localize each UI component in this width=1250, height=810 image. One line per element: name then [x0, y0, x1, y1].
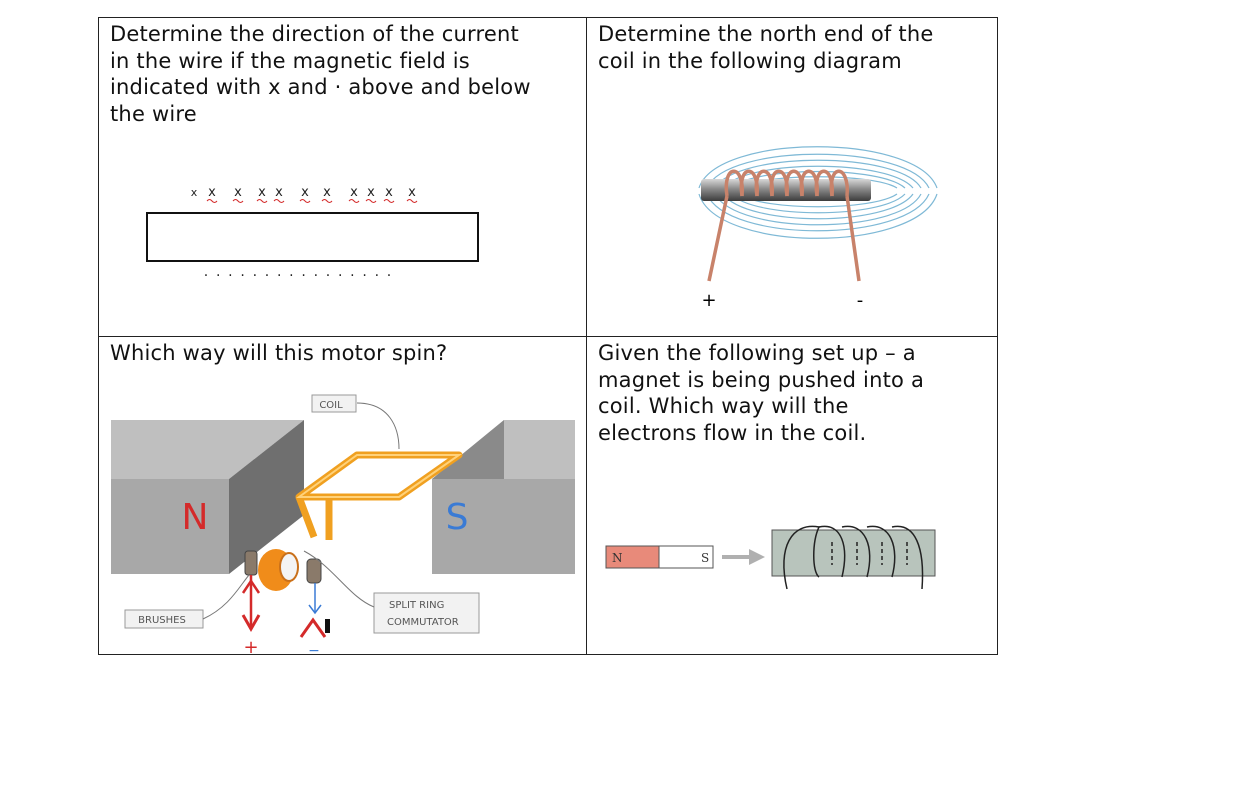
field-into-page-symbol: x	[191, 186, 198, 199]
field-out-of-page-symbol: ·	[314, 268, 318, 284]
coil-label: COIL	[319, 400, 343, 411]
coil-minus-terminal: -	[857, 290, 864, 311]
coil-label-box	[311, 394, 357, 413]
field-out-of-page-symbol: ·	[265, 268, 269, 284]
coil-tube	[771, 529, 936, 577]
left-arrow-up	[241, 578, 261, 594]
commutator-label-box	[373, 592, 480, 634]
spellcheck-underline	[256, 199, 268, 203]
south-magnet-front	[432, 479, 575, 574]
spellcheck-underline	[321, 199, 333, 203]
field-into-page-symbol: x	[323, 185, 331, 200]
left-arrow-down	[241, 614, 261, 633]
question-cell-induction: Given the following set up – a magnet is…	[587, 337, 997, 654]
right-brush	[306, 558, 322, 584]
question-cell-current-direction: Determine the direction of the current i…	[99, 18, 587, 337]
right-arrow-up	[299, 617, 327, 638]
field-into-page-symbol: x	[258, 185, 266, 200]
motor-plus-terminal: +	[243, 637, 258, 654]
north-magnet-top	[111, 420, 304, 479]
dc-motor-diagram: N S COIL BRUSHE	[111, 394, 575, 654]
question-text: Determine the north end of the coil in t…	[598, 22, 934, 73]
coil-windings	[783, 525, 924, 590]
field-into-page-symbol: x	[350, 185, 358, 200]
question-table: Determine the direction of the current i…	[98, 17, 998, 655]
field-into-page-symbol: x	[408, 185, 416, 200]
field-out-of-page-symbol: ·	[204, 268, 208, 284]
commutator-label-line2: COMMUTATOR	[387, 617, 459, 628]
field-out-of-page-symbol: ·	[253, 268, 257, 284]
motor-coil-highlight	[295, 454, 463, 498]
induction-diagram: N S	[605, 525, 936, 590]
field-out-of-page-symbol: ·	[228, 268, 232, 284]
motor-minus-terminal: −	[308, 643, 320, 654]
coil-plus-terminal: +	[701, 290, 716, 311]
spellcheck-underline	[299, 199, 311, 203]
coil-pointer	[356, 402, 400, 450]
north-magnet-front	[111, 479, 229, 574]
solenoid-field-diagram: + -	[698, 146, 938, 311]
spellcheck-underline	[348, 199, 360, 203]
copper-coil	[707, 169, 861, 282]
wire-rectangle	[146, 212, 479, 262]
field-out-of-page-row: · · · · · · · · · · · · · · · ·	[204, 268, 391, 284]
brushes-pointer	[202, 574, 250, 620]
spellcheck-underline	[406, 199, 418, 203]
field-out-of-page-symbol: ·	[277, 268, 281, 284]
commutator-end	[279, 552, 299, 582]
field-out-of-page-symbol: ·	[362, 268, 366, 284]
spellcheck-underline	[232, 199, 244, 203]
question-text: Which way will this motor spin?	[110, 341, 448, 365]
question-text: Determine the direction of the current i…	[110, 22, 531, 126]
commutator-pointer	[303, 550, 375, 608]
brushes-label: BRUSHES	[138, 615, 186, 626]
spellcheck-underline	[383, 199, 395, 203]
magnet-south-label: S	[701, 551, 709, 565]
spellcheck-underline	[273, 199, 285, 203]
question-cell-motor-spin: Which way will this motor spin? N S	[99, 337, 587, 654]
magnet-south-half	[658, 545, 714, 569]
spellcheck-underline	[206, 199, 218, 203]
field-out-of-page-symbol: ·	[289, 268, 293, 284]
field-into-page-symbol: x	[208, 185, 216, 200]
north-magnet-side	[229, 420, 304, 574]
field-out-of-page-symbol: ·	[216, 268, 220, 284]
question-text: Given the following set up – a magnet is…	[598, 341, 925, 445]
magnet-north-label: N	[612, 551, 623, 565]
field-into-page-symbol: x	[385, 185, 393, 200]
push-arrowhead	[749, 549, 765, 565]
question-cell-coil-north: Determine the north end of the coil in t…	[587, 18, 997, 337]
north-pole-label: N	[182, 497, 209, 538]
commutator-label-line1: SPLIT RING	[389, 600, 444, 611]
spellcheck-underline	[365, 199, 377, 203]
field-out-of-page-symbol: ·	[240, 268, 244, 284]
field-out-of-page-symbol: ·	[338, 268, 342, 284]
field-out-of-page-symbol: ·	[375, 268, 379, 284]
field-into-page-symbol: x	[301, 185, 309, 200]
field-out-of-page-symbol: ·	[301, 268, 305, 284]
left-brush	[244, 550, 258, 576]
field-into-page-symbol: x	[367, 185, 375, 200]
south-pole-label: S	[446, 497, 469, 538]
field-out-of-page-symbol: ·	[350, 268, 354, 284]
field-out-of-page-symbol: ·	[387, 268, 391, 284]
field-into-page-symbol: x	[275, 185, 283, 200]
annotation-mark	[325, 619, 330, 633]
field-out-of-page-symbol: ·	[326, 268, 330, 284]
field-into-page-symbol: x	[234, 185, 242, 200]
right-arrow-down	[308, 604, 322, 615]
